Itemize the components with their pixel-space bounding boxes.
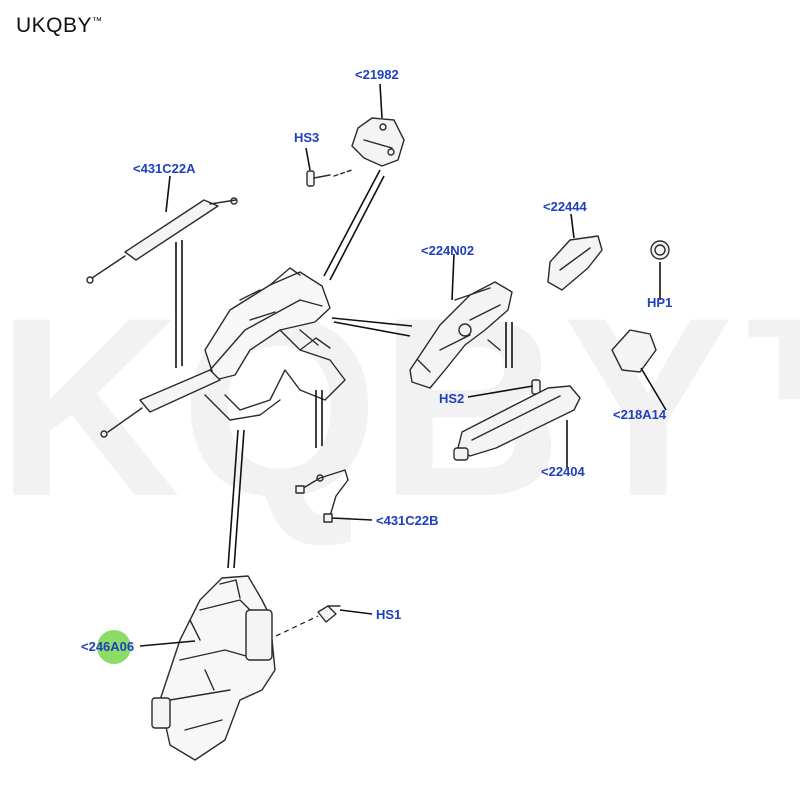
bolt-hs2 <box>531 379 541 395</box>
callout-246a06: <246A06 <box>81 639 135 654</box>
cable-431c22b <box>295 469 349 523</box>
cable-431c22a <box>86 197 238 284</box>
cap-218a14 <box>611 329 657 373</box>
callout-22444: <22444 <box>543 199 587 214</box>
callout-21982: <21982 <box>355 67 399 82</box>
callout-22404: <22404 <box>541 464 585 479</box>
outer-handle-22404 <box>453 385 581 461</box>
brand-name: UKQBY <box>16 14 93 37</box>
brand-trademark: ™ <box>92 16 103 27</box>
callout-highlight-marker <box>97 630 131 664</box>
callout-431c22a: <431C22A <box>133 161 196 176</box>
callout-hs1: HS1 <box>376 607 402 622</box>
plug-hp1 <box>650 240 670 260</box>
watermark-text: UKQBY™ <box>0 265 800 550</box>
brand-logo: UKQBY™ <box>16 14 103 38</box>
hs1-mount-line <box>275 615 319 637</box>
callout-hs3: HS3 <box>294 130 320 145</box>
bolt-hs1 <box>317 605 341 623</box>
callout-hs2: HS2 <box>439 391 465 406</box>
striker-part <box>351 117 405 167</box>
callout-224n02: <224N02 <box>421 243 475 258</box>
handle-frame-224n02 <box>409 281 513 389</box>
bezel-22444 <box>547 235 603 291</box>
callout-hp1: HP1 <box>647 295 673 310</box>
leader-lines <box>139 83 667 647</box>
handle-assembly-main <box>100 267 346 438</box>
bolt-hs3 <box>306 170 331 187</box>
callout-431c22b: <431C22B <box>376 513 439 528</box>
callout-218a14: <218A14 <box>613 407 667 422</box>
door-latch-246a06 <box>151 575 276 761</box>
